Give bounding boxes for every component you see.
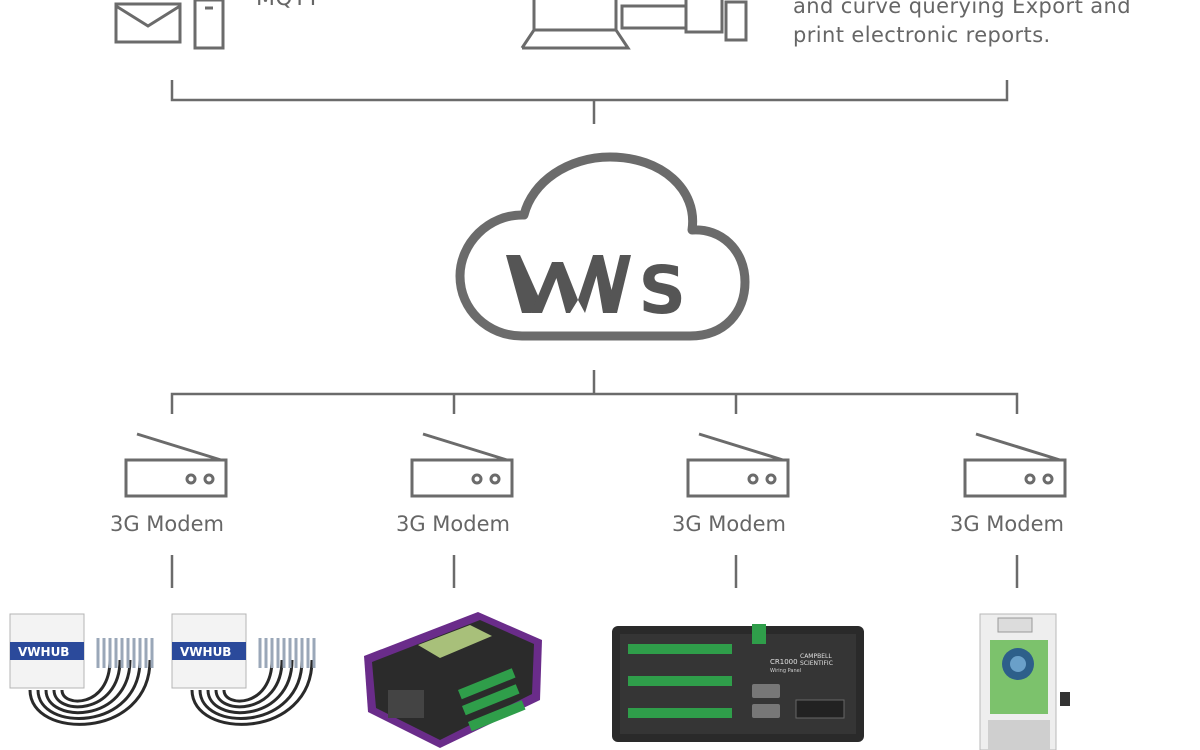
device-connectors bbox=[170, 555, 1019, 588]
protocol-label: MQTT bbox=[256, 0, 320, 11]
modem-label: 3G Modem bbox=[672, 512, 786, 536]
campbell-label-2: SCIENTIFIC bbox=[800, 660, 833, 667]
cloud-icon bbox=[455, 152, 750, 341]
mail-icon bbox=[114, 2, 182, 44]
modem-label: 3G Modem bbox=[950, 512, 1064, 536]
vwhub-device: VWHUB bbox=[171, 613, 316, 726]
modem-label: 3G Modem bbox=[110, 512, 224, 536]
modem-label: 3G Modem bbox=[396, 512, 510, 536]
vwhub-device: VWHUB bbox=[9, 613, 154, 726]
cr1000-label: CR1000 bbox=[770, 658, 798, 666]
modem-icon bbox=[124, 432, 228, 498]
modem-icon bbox=[410, 432, 514, 498]
software-description-line: print electronic reports. bbox=[793, 23, 1051, 47]
vwhub-label: VWHUB bbox=[18, 645, 69, 659]
total-station-device bbox=[979, 613, 1070, 750]
software-description-line: and curve querying Export and bbox=[793, 0, 1131, 18]
bottom-bracket bbox=[170, 370, 1019, 414]
software-description: and curve querying Export and print elec… bbox=[793, 0, 1131, 50]
computer-icon bbox=[520, 0, 748, 50]
top-bracket bbox=[170, 80, 1009, 124]
modem-icon bbox=[686, 432, 790, 498]
campbell-label-1: CAMPBELL bbox=[800, 653, 832, 660]
wms-logo-text: S bbox=[638, 252, 686, 329]
phone-icon bbox=[193, 0, 225, 50]
vwhub-label: VWHUB bbox=[180, 645, 231, 659]
modem-icon bbox=[963, 432, 1067, 498]
cr1000-device: CR1000 Wiring Panel CAMPBELL SCIENTIFIC bbox=[612, 624, 864, 742]
wms-logo bbox=[506, 255, 631, 313]
cr1000-sub-label: Wiring Panel bbox=[770, 668, 801, 674]
datalogger-device bbox=[364, 612, 542, 748]
